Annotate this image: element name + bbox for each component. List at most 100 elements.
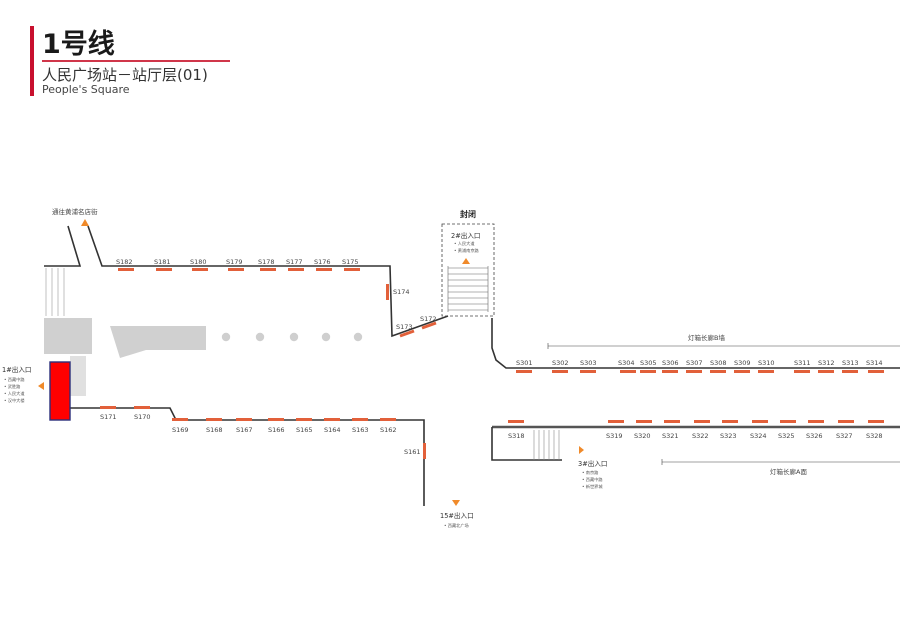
stand-label: S302 xyxy=(552,359,569,367)
exit2-arrow-icon xyxy=(462,258,470,264)
left-stairs xyxy=(45,268,65,316)
stand-label: S327 xyxy=(836,432,853,440)
exit1-arrow-icon xyxy=(38,382,44,390)
wall-exit3-box xyxy=(491,427,562,461)
exit2-title: 2#出入口 xyxy=(451,231,481,240)
stand-label: S182 xyxy=(116,258,133,266)
exit2-info: 2#出入口 • 人民大道 • 黄浦南京路 xyxy=(451,231,481,254)
stand-labels-lower-mid: S169 S168 S167 S166 S165 S164 S163 S162 xyxy=(172,426,397,434)
stand-label: S318 xyxy=(508,432,525,440)
stand-label: S175 xyxy=(342,258,359,266)
stand-label: S170 xyxy=(134,413,151,421)
door-marks-diagonal xyxy=(399,321,437,338)
top-left-pass-label: 通往黄浦名店街 xyxy=(52,207,98,216)
stand-label: S309 xyxy=(734,359,751,367)
stand-label: S178 xyxy=(258,258,275,266)
stand-labels-right-lower: S318 S319 S320 S321 S322 S323 S324 S325 … xyxy=(508,432,883,440)
block-left-lower xyxy=(70,356,86,396)
svg-text:• 南京路: • 南京路 xyxy=(582,469,599,476)
exit3-stairs xyxy=(533,430,560,460)
exit1-info: 1#出入口 • 西藏中路 • 武胜路 • 人民大道 • 汉中大楼 xyxy=(2,365,32,404)
stand-label: S323 xyxy=(720,432,737,440)
stand-label-s172: S172 xyxy=(420,315,437,323)
svg-text:• 新世界城: • 新世界城 xyxy=(582,483,603,490)
header: 1号线 人民广场站－站厅层(01) People's Square xyxy=(30,22,230,96)
svg-text:• 武胜路: • 武胜路 xyxy=(4,383,21,390)
stand-label: S311 xyxy=(794,359,811,367)
wall-upper-corridor xyxy=(87,225,449,338)
stand-label: S310 xyxy=(758,359,775,367)
stand-label: S326 xyxy=(806,432,823,440)
exit3-arrow-icon xyxy=(579,446,584,454)
svg-text:• 西藏中路: • 西藏中路 xyxy=(4,376,25,383)
stand-label: S169 xyxy=(172,426,189,434)
stand-label: S324 xyxy=(750,432,767,440)
stand-label: S177 xyxy=(286,258,303,266)
station-name-en: People's Square xyxy=(42,83,130,96)
svg-text:• 人民大道: • 人民大道 xyxy=(454,240,475,247)
wall-upper-right xyxy=(491,318,900,369)
wall-top-left xyxy=(44,225,82,267)
block-center xyxy=(110,326,206,358)
stand-label: S162 xyxy=(380,426,397,434)
stand-label-s173: S173 xyxy=(396,323,413,331)
svg-text:• 人民大道: • 人民大道 xyxy=(4,390,25,397)
stand-label: S176 xyxy=(314,258,331,266)
corridor-lower-label: 灯箱长廊A面 xyxy=(770,467,807,476)
exit3-title: 3#出入口 xyxy=(578,459,608,468)
stand-label: S163 xyxy=(352,426,369,434)
stand-label: S312 xyxy=(818,359,835,367)
svg-text:• 西藏中路: • 西藏中路 xyxy=(582,476,603,483)
exit1-highlight-box xyxy=(49,361,71,421)
svg-text:• 汉中大楼: • 汉中大楼 xyxy=(4,397,25,404)
stand-label-s174: S174 xyxy=(393,288,410,296)
accent-bar xyxy=(30,26,34,96)
exit15-arrow-icon xyxy=(452,500,460,506)
stand-label: S164 xyxy=(324,426,341,434)
stand-label: S325 xyxy=(778,432,795,440)
stand-label: S168 xyxy=(206,426,223,434)
exit15-info: 15#出入口 • 西藏北广场 xyxy=(440,511,474,529)
svg-text:• 黄浦南京路: • 黄浦南京路 xyxy=(454,247,480,254)
exit2-stairs xyxy=(447,266,489,312)
title-rule xyxy=(42,60,230,62)
svg-text:• 西藏北广场: • 西藏北广场 xyxy=(444,522,469,529)
closed-label: 封闭 xyxy=(460,209,476,219)
stand-label: S322 xyxy=(692,432,709,440)
stand-label: S306 xyxy=(662,359,679,367)
stand-label: S313 xyxy=(842,359,859,367)
station-name-cn: 人民广场站－站厅层(01) xyxy=(42,66,208,84)
pillars xyxy=(221,332,363,342)
stand-label: S167 xyxy=(236,426,253,434)
exit3-info: 3#出入口 • 南京路 • 西藏中路 • 新世界城 xyxy=(578,459,608,490)
stand-labels-right-upper: S301 S302 S303 S304 S305 S306 S307 S308 … xyxy=(516,359,883,367)
stand-label-s161: S161 xyxy=(404,448,421,456)
stand-label: S171 xyxy=(100,413,117,421)
stand-label: S328 xyxy=(866,432,883,440)
corridor-upper-dimension xyxy=(547,343,900,349)
stand-labels-top-left: S182 S181 S180 S179 S178 S177 S176 S175 xyxy=(116,258,359,266)
exit1-title: 1#出入口 xyxy=(2,365,32,374)
stand-label: S308 xyxy=(710,359,727,367)
stand-label: S321 xyxy=(662,432,679,440)
stand-label: S320 xyxy=(634,432,651,440)
stand-label: S301 xyxy=(516,359,533,367)
stand-label: S166 xyxy=(268,426,285,434)
stand-label: S304 xyxy=(618,359,635,367)
top-left-pass-arrow-icon xyxy=(81,219,89,226)
stand-label: S303 xyxy=(580,359,597,367)
corridor-upper-label: 灯箱长廊B墙 xyxy=(688,333,725,342)
stand-label: S307 xyxy=(686,359,703,367)
line-title: 1号线 xyxy=(42,29,115,60)
stand-labels-lower-left: S171 S170 xyxy=(100,413,151,421)
stand-label: S305 xyxy=(640,359,657,367)
exit2-closed-box xyxy=(441,223,495,317)
exit15-title: 15#出入口 xyxy=(440,511,474,520)
stand-label: S181 xyxy=(154,258,171,266)
wall-lower-left xyxy=(70,407,425,506)
stand-label: S180 xyxy=(190,258,207,266)
stand-label: S179 xyxy=(226,258,243,266)
block-left xyxy=(44,318,92,354)
corridor-lower-dimension xyxy=(661,459,900,465)
